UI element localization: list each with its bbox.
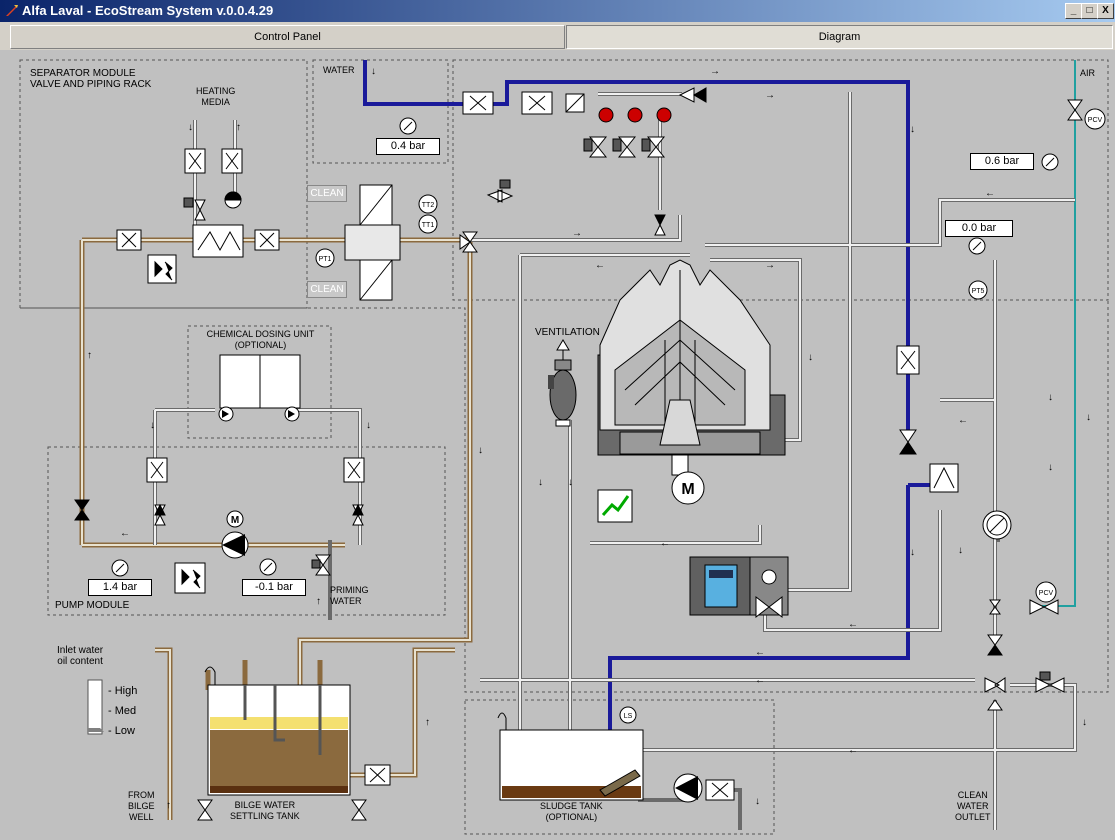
svg-text:↑: ↑ — [316, 596, 321, 607]
motor-label: M — [681, 481, 694, 498]
sludge-tank-label: SLUDGE TANK (OPTIONAL) — [540, 801, 603, 822]
svg-text:↓: ↓ — [1048, 392, 1053, 403]
air-pipes — [1042, 60, 1076, 607]
filters — [344, 93, 585, 301]
pump-motor-tag: M — [231, 515, 239, 526]
svg-text:↑: ↑ — [87, 350, 92, 361]
heating-media-label: HEATING MEDIA — [196, 86, 236, 107]
pcv-top-tag: PCV — [1088, 117, 1103, 124]
process-diagram: → → → ← → ← ↓ ↓ ↓ ← ↓ ↓ ↓ ↓ ← ← ← ← ← ↓ ↓ ↓ ↓ ↑ ↑ ← ↓… — [0, 50, 1115, 840]
ventilation-label: VENTILATION — [535, 327, 600, 338]
separator-bowl — [597, 259, 786, 456]
ventilation-unit — [548, 339, 577, 427]
separator-module-label: SEPARATOR MODULE VALVE AND PIPING RACK — [30, 68, 152, 90]
water-pressure-readout: 0.4 bar — [376, 138, 440, 155]
air-pressure-readout: 0.6 bar — [970, 153, 1034, 170]
pump-pressure-readout: 1.4 bar — [88, 579, 152, 596]
clean-filter-top-button[interactable]: CLEAN — [307, 185, 347, 202]
svg-text:←: ← — [848, 619, 858, 630]
diagram-canvas: → → → ← → ← ↓ ↓ ↓ ← ↓ ↓ ↓ ↓ ← ← ← ← ← ↓ ↓ ↓ ↓ ↑ ↑ ← ↓… — [19, 59, 1109, 835]
svg-text:↓: ↓ — [808, 352, 813, 363]
oil-content-indicator — [87, 679, 104, 735]
status-icon[interactable] — [597, 489, 633, 523]
svg-text:↓: ↓ — [958, 545, 963, 556]
tab-control-panel[interactable]: Control Panel — [10, 25, 565, 49]
close-button[interactable]: X — [1097, 3, 1114, 19]
oil-content-title: Inlet water oil content — [57, 645, 104, 667]
water-pipes — [363, 60, 935, 740]
svg-text:↓: ↓ — [150, 420, 155, 431]
suction-pressure-readout: -0.1 bar — [242, 579, 306, 596]
water-label: WATER — [323, 65, 355, 75]
svg-text:↓: ↓ — [1082, 717, 1087, 728]
tt2-tag: TT2 — [422, 202, 435, 209]
bilge-settling-tank — [204, 666, 351, 796]
gauge-needles — [115, 121, 1055, 573]
svg-text:↓: ↓ — [366, 420, 371, 431]
valves — [74, 87, 1083, 821]
window-title: Alfa Laval - EcoStream System v.0.0.4.29 — [22, 3, 274, 18]
clean-water-label: CLEAN WATER OUTLET — [955, 790, 991, 822]
flow-arrows: → → → ← → ← ↓ ↓ ↓ ← ↓ ↓ ↓ ↓ ← ← ← ← ← ↓ ↓ ↓ ↓ ↑ ↑ ← ↓… — [87, 66, 1091, 811]
svg-text:→: → — [710, 66, 720, 77]
tt1-tag: TT1 — [422, 222, 435, 229]
svg-text:↑: ↑ — [166, 800, 171, 811]
svg-text:↓: ↓ — [910, 124, 915, 135]
svg-text:←: ← — [660, 538, 670, 549]
oil-level-low: - Low — [108, 725, 135, 737]
module-outlines — [19, 59, 1109, 835]
svg-text:←: ← — [755, 675, 765, 686]
control-unit — [689, 556, 789, 619]
title-bar: Alfa Laval - EcoStream System v.0.0.4.29… — [0, 0, 1115, 22]
heat-exchanger — [192, 224, 959, 493]
svg-text:↓: ↓ — [568, 477, 573, 488]
from-bilge-label: FROM BILGE WELL — [128, 790, 155, 822]
app-icon — [6, 5, 18, 16]
bilge-tank-label: BILGE WATER SETTLING TANK — [230, 800, 300, 821]
svg-text:↑: ↑ — [425, 717, 430, 728]
svg-text:↓: ↓ — [478, 445, 483, 456]
svg-text:↓: ↓ — [1086, 412, 1091, 423]
oil-level-med: - Med — [108, 705, 137, 717]
svg-text:↓: ↓ — [755, 796, 760, 807]
solenoid-valves — [183, 107, 1051, 681]
tab-strip: Control Panel Diagram — [0, 22, 1115, 50]
sludge-tank — [497, 712, 644, 801]
tab-diagram[interactable]: Diagram — [566, 25, 1113, 49]
pt1-tag: PT1 — [319, 256, 332, 263]
svg-text:→: → — [765, 90, 775, 101]
svg-text:↓: ↓ — [188, 122, 193, 133]
svg-text:←: ← — [120, 528, 130, 539]
ls-tag: LS — [624, 713, 633, 720]
air-label: AIR — [1080, 68, 1096, 78]
maximize-button[interactable]: □ — [1081, 3, 1098, 19]
bilge-pipe-highlights — [81, 239, 471, 820]
separator-motor: M — [671, 454, 705, 505]
svg-text:↓: ↓ — [1048, 462, 1053, 473]
svg-text:←: ← — [755, 647, 765, 658]
feed-pump — [221, 531, 703, 803]
svg-text:←: ← — [958, 415, 968, 426]
pcv-bottom-tag: PCV — [1039, 590, 1054, 597]
pt5-pressure-readout: 0.0 bar — [945, 220, 1013, 237]
pt5-tag: PT5 — [972, 288, 985, 295]
svg-text:↓: ↓ — [371, 66, 376, 77]
svg-text:→: → — [765, 260, 775, 271]
dosing-tank — [218, 354, 301, 422]
svg-text:←: ← — [848, 745, 858, 756]
pump-module-label: PUMP MODULE — [55, 600, 130, 611]
chemical-dosing-label: CHEMICAL DOSING UNIT (OPTIONAL) — [206, 329, 315, 350]
minimize-button[interactable]: _ — [1065, 3, 1082, 19]
oil-level-high: - High — [108, 685, 138, 697]
sensor-tags: TT2 TT1 PT1 PT5 LS PCV PCV M — [226, 108, 1106, 724]
svg-text:←: ← — [985, 188, 995, 199]
svg-text:↓: ↓ — [910, 547, 915, 558]
svg-text:↑: ↑ — [236, 122, 241, 133]
svg-text:↓: ↓ — [538, 477, 543, 488]
strainers — [147, 254, 206, 594]
svg-text:→: → — [572, 228, 582, 239]
svg-text:←: ← — [595, 260, 605, 271]
clean-filter-bottom-button[interactable]: CLEAN — [307, 281, 347, 298]
priming-water-label: PRIMING WATER — [330, 585, 369, 606]
